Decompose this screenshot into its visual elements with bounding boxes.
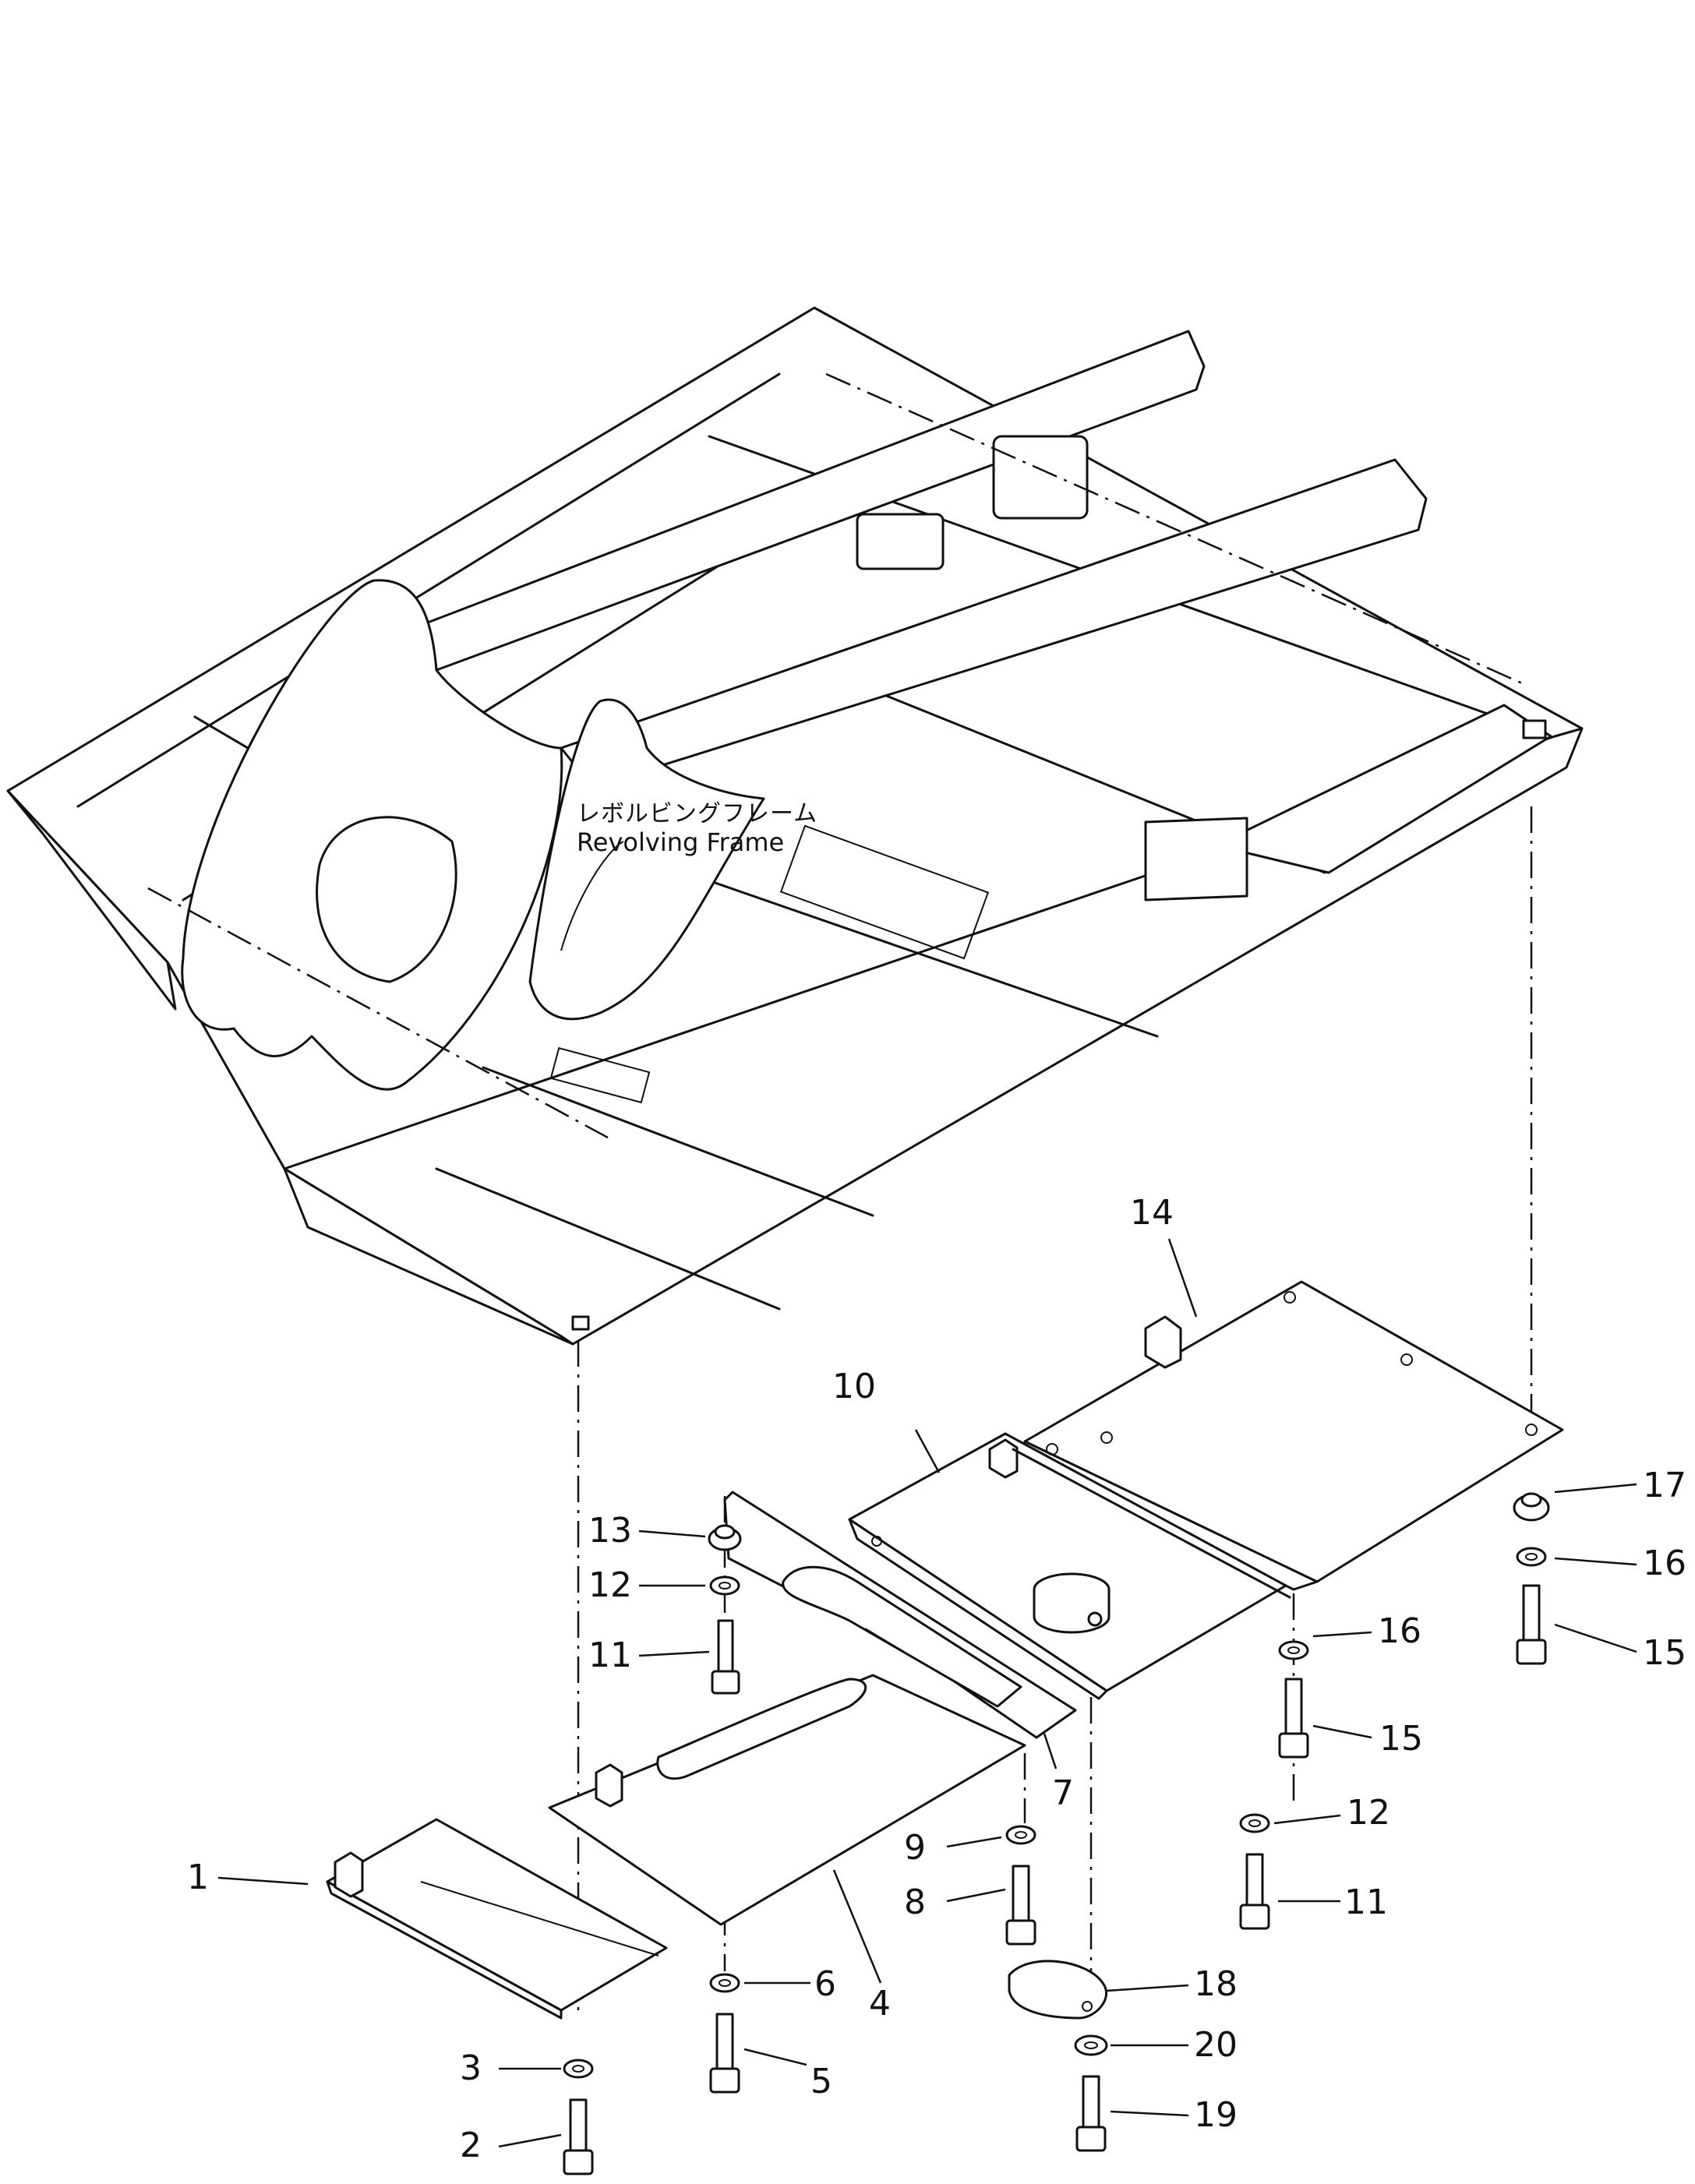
callout-7: 7 xyxy=(1052,1773,1074,1813)
callout-11-lower: 11 xyxy=(1344,1882,1388,1922)
callout-14: 14 xyxy=(1130,1193,1174,1233)
leader-lines xyxy=(217,1238,1637,2148)
callout-12-upper: 12 xyxy=(588,1565,632,1605)
cover-part-7 xyxy=(723,1491,1077,1739)
callout-3: 3 xyxy=(460,2048,482,2088)
callout-20: 20 xyxy=(1194,2025,1238,2065)
callout-4: 4 xyxy=(869,1984,891,2023)
callout-18: 18 xyxy=(1194,1964,1238,2004)
callout-16-middle: 16 xyxy=(1378,1611,1421,1651)
callout-2: 2 xyxy=(460,2126,482,2165)
revolving-frame xyxy=(6,306,1584,1346)
frame-label-jp: レボルビングフレーム xyxy=(577,800,818,827)
callout-6: 6 xyxy=(814,1964,836,2004)
callout-15-right: 15 xyxy=(1643,1633,1686,1673)
callout-19: 19 xyxy=(1194,2095,1238,2135)
hardware xyxy=(563,1492,1550,2175)
cover-part-4 xyxy=(548,1674,1026,1926)
callout-13: 13 xyxy=(588,1511,632,1551)
callout-9: 9 xyxy=(904,1828,926,1868)
callout-15-middle: 15 xyxy=(1379,1719,1423,1759)
callout-11-upper: 11 xyxy=(588,1635,632,1675)
callout-12-lower: 12 xyxy=(1347,1793,1390,1833)
cover-part-1 xyxy=(326,1818,668,2020)
callout-10: 10 xyxy=(832,1367,876,1406)
revolving-frame-label: レボルビングフレーム Revolving Frame xyxy=(577,800,818,857)
callout-17: 17 xyxy=(1643,1466,1686,1505)
frame-label-en: Revolving Frame xyxy=(577,827,785,857)
callout-8: 8 xyxy=(904,1882,926,1922)
cover-part-18 xyxy=(1008,1960,1108,2020)
callout-1: 1 xyxy=(187,1858,209,1897)
cover-part-10 xyxy=(848,1432,1291,1700)
callout-16-right: 16 xyxy=(1643,1544,1686,1583)
callout-5: 5 xyxy=(810,2062,832,2101)
